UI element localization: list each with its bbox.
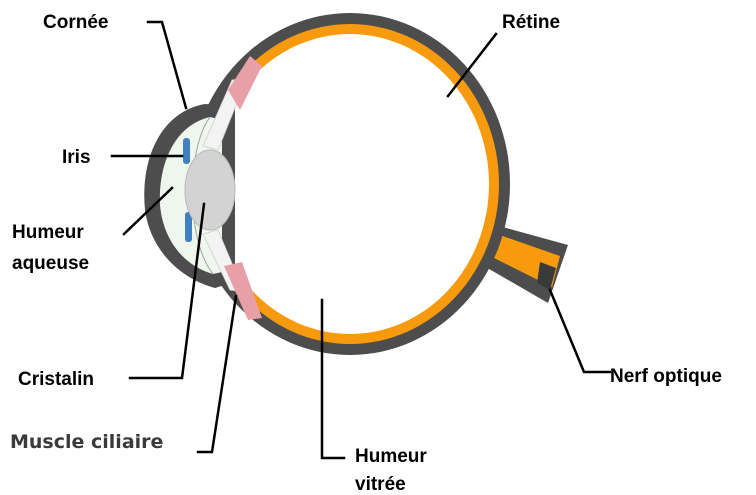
eyeball xyxy=(190,13,510,355)
label-muscle-ciliaire: Muscle ciliaire xyxy=(10,431,163,453)
leader-muscle-ciliaire xyxy=(198,296,236,452)
label-humeur-aqueuse-line1: Humeur xyxy=(12,222,84,243)
label-nerf-optique: Nerf optique xyxy=(610,366,722,387)
label-iris: Iris xyxy=(62,147,91,168)
crystalline-lens xyxy=(185,150,235,230)
label-cornee: Cornée xyxy=(43,12,108,33)
label-retine: Rétine xyxy=(502,12,560,33)
leader-cornee xyxy=(148,22,186,108)
label-cristalin: Cristalin xyxy=(18,369,94,390)
iris-upper xyxy=(183,138,190,164)
leader-nerf-optique xyxy=(550,290,610,372)
label-humeur-aqueuse-line2: aqueuse xyxy=(12,253,89,274)
label-humeur-vitree-line2: vitrée xyxy=(355,474,406,495)
label-humeur-vitree-line1: Humeur xyxy=(355,446,427,467)
